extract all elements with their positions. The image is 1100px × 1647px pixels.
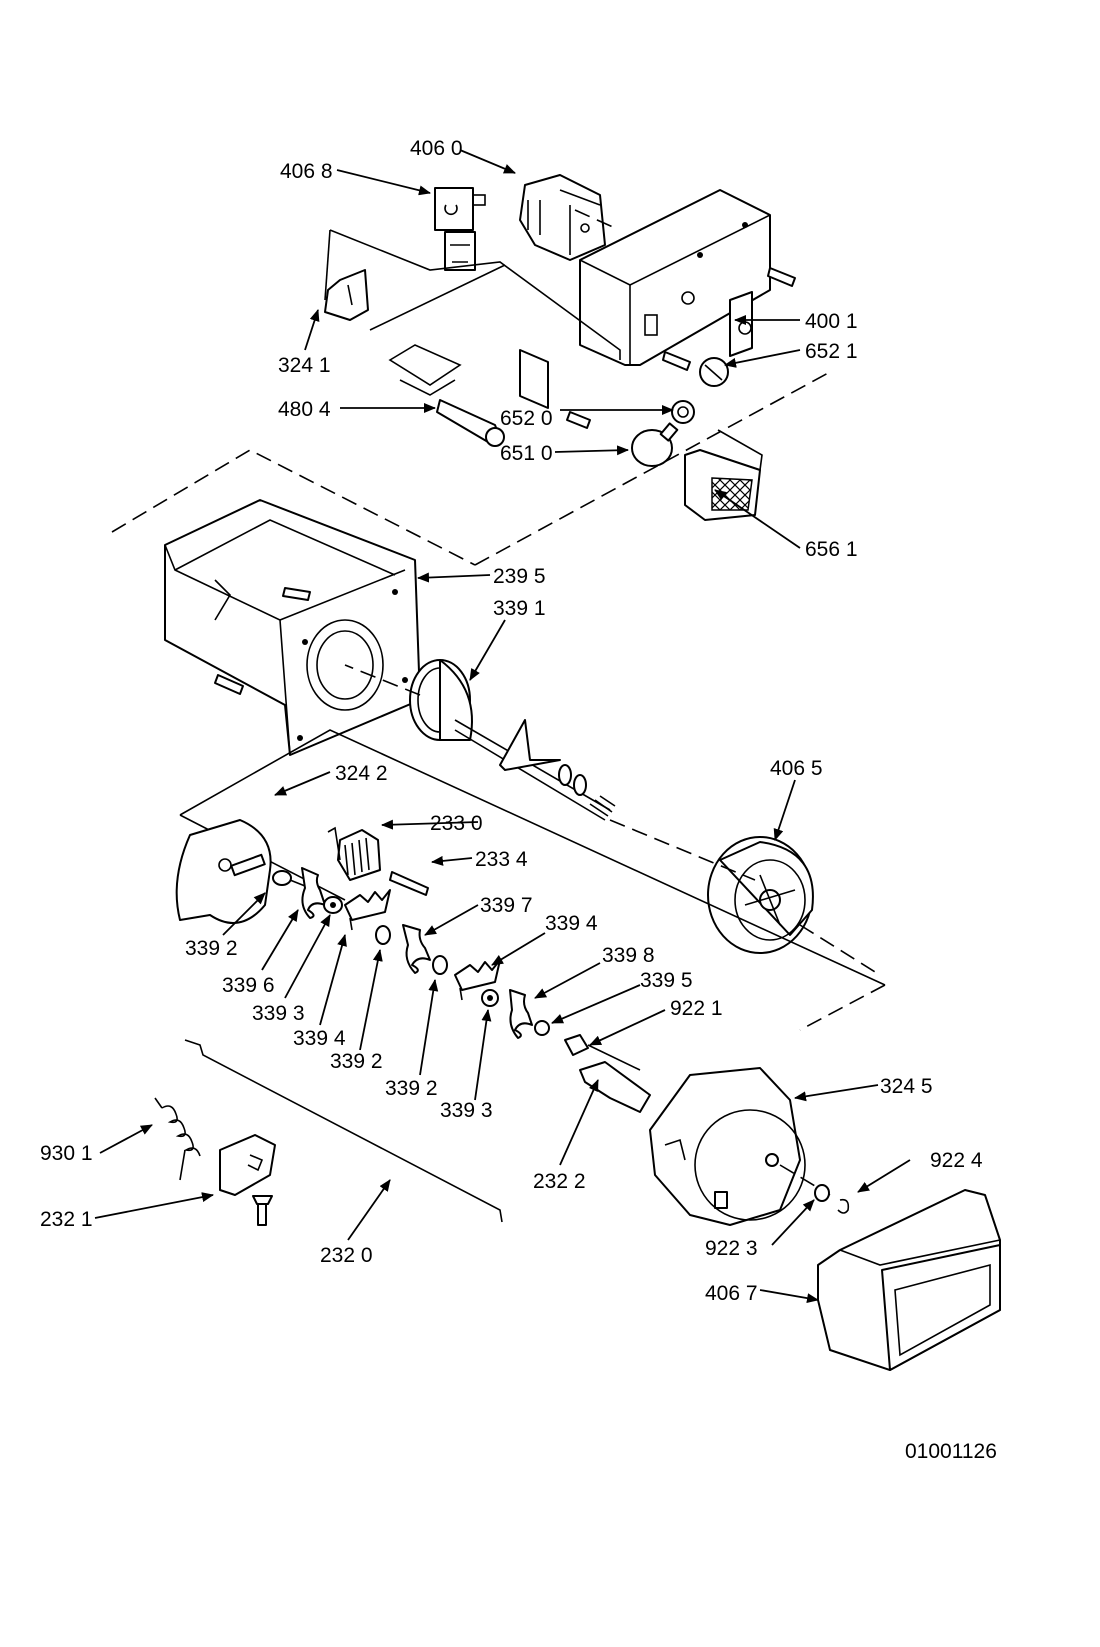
water-valve bbox=[434, 187, 486, 271]
callout-652-1: 652 1 bbox=[805, 340, 858, 363]
auger-drum bbox=[707, 836, 814, 954]
shutter-rod bbox=[184, 1039, 503, 1223]
light-cover bbox=[684, 429, 763, 521]
callout-339-4-upper: 339 4 bbox=[545, 912, 598, 935]
auger-assembly bbox=[409, 659, 616, 821]
callout-406-0: 406 0 bbox=[410, 137, 463, 160]
callout-406-5: 406 5 bbox=[770, 757, 823, 780]
switch-bracket bbox=[729, 291, 753, 357]
callout-930-1: 930 1 bbox=[40, 1142, 93, 1165]
callout-232-0: 232 0 bbox=[320, 1244, 373, 1267]
callout-324-5: 324 5 bbox=[880, 1075, 933, 1098]
solenoid-unit bbox=[519, 174, 606, 261]
callout-339-6: 339 6 bbox=[222, 974, 275, 997]
callout-labels: 406 0 406 8 400 1 652 1 324 1 480 4 652 … bbox=[40, 137, 983, 1305]
rod-bracket bbox=[219, 1134, 276, 1226]
callout-339-2-right: 339 2 bbox=[385, 1077, 438, 1100]
callout-233-4: 233 4 bbox=[475, 848, 528, 871]
leader-arrows bbox=[94, 149, 911, 1304]
assembly-guide-lines bbox=[111, 209, 831, 566]
callout-324-1: 324 1 bbox=[278, 354, 331, 377]
motor-bracket bbox=[579, 1061, 651, 1113]
callout-400-1: 400 1 bbox=[805, 310, 858, 333]
callout-339-7: 339 7 bbox=[480, 894, 533, 917]
callout-324-2: 324 2 bbox=[335, 762, 388, 785]
callout-651-0: 651 0 bbox=[500, 442, 553, 465]
light-bulb bbox=[631, 422, 679, 467]
callout-656-1: 656 1 bbox=[805, 538, 858, 561]
callout-232-1: 232 1 bbox=[40, 1208, 93, 1231]
callout-233-0: 233 0 bbox=[430, 812, 483, 835]
callout-480-4: 480 4 bbox=[278, 398, 331, 421]
callout-339-3-left: 339 3 bbox=[252, 1002, 305, 1025]
crusher-blade-stack bbox=[272, 867, 641, 1071]
motor-housing bbox=[649, 1067, 806, 1226]
motor-washers bbox=[779, 1164, 850, 1214]
callout-339-2-left: 339 2 bbox=[185, 937, 238, 960]
light-switch bbox=[699, 357, 729, 387]
callout-406-7: 406 7 bbox=[705, 1282, 758, 1305]
wiring-harness bbox=[388, 344, 505, 447]
callout-922-3: 922 3 bbox=[705, 1237, 758, 1260]
callout-239-5: 239 5 bbox=[493, 565, 546, 588]
callout-339-4-lower: 339 4 bbox=[293, 1027, 346, 1050]
screw-set bbox=[566, 267, 796, 429]
valve-bracket bbox=[324, 269, 369, 321]
callout-339-3-right: 339 3 bbox=[440, 1099, 493, 1122]
crusher-solenoid bbox=[327, 826, 429, 896]
callout-922-1: 922 1 bbox=[670, 997, 723, 1020]
callout-339-2-middle: 339 2 bbox=[330, 1050, 383, 1073]
control-housing bbox=[579, 189, 771, 366]
document-number: 01001126 bbox=[905, 1440, 997, 1463]
ice-bin-housing bbox=[164, 499, 421, 756]
callout-339-5: 339 5 bbox=[640, 969, 693, 992]
callout-339-8: 339 8 bbox=[602, 944, 655, 967]
callout-406-8: 406 8 bbox=[280, 160, 333, 183]
crusher-plate bbox=[175, 819, 272, 924]
lamp-socket bbox=[671, 400, 695, 424]
callout-232-2: 232 2 bbox=[533, 1170, 586, 1193]
callout-922-4: 922 4 bbox=[930, 1149, 983, 1172]
callout-339-1: 339 1 bbox=[493, 597, 546, 620]
mounting-bracket bbox=[519, 349, 549, 409]
spring bbox=[154, 1097, 201, 1181]
callout-652-0: 652 0 bbox=[500, 407, 553, 430]
motor-cover bbox=[817, 1189, 1001, 1371]
